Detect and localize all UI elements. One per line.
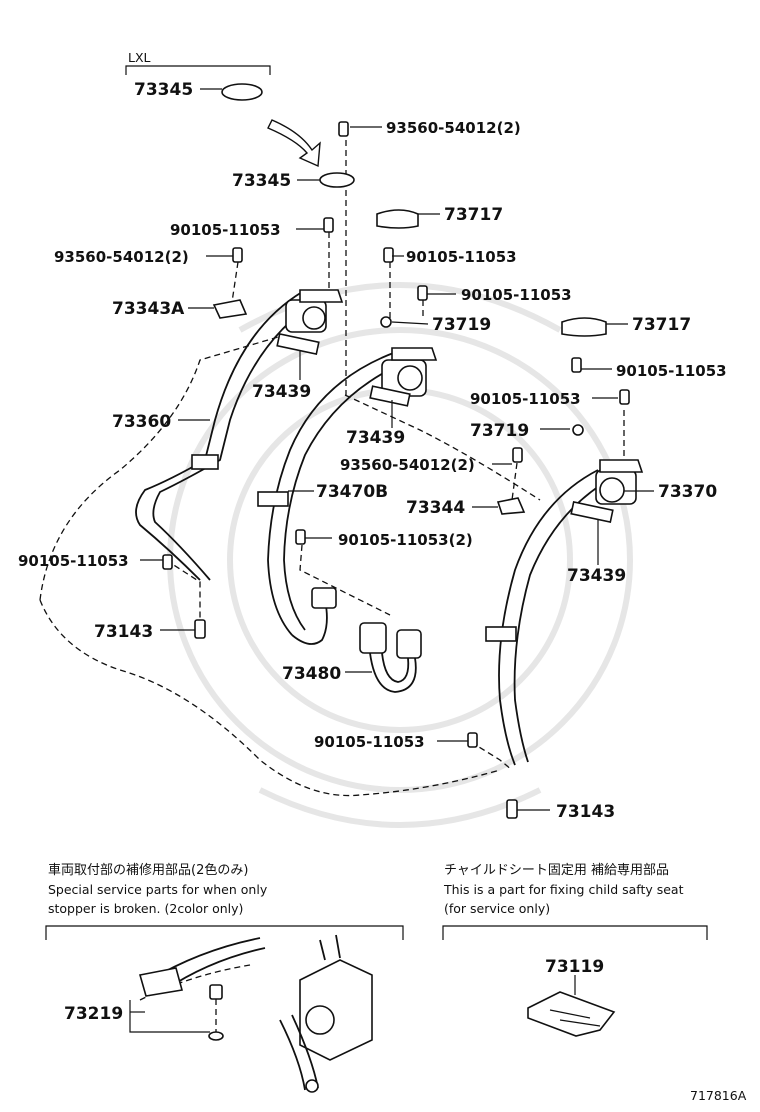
- label-73119: 73119: [545, 957, 604, 977]
- label-90105-a: 90105-11053: [170, 221, 281, 239]
- label-73719-top: 73719: [432, 315, 491, 335]
- label-73470b: 73470B: [316, 482, 388, 502]
- label-73344: 73344: [406, 498, 465, 518]
- label-73717-right: 73717: [632, 315, 691, 335]
- variant-arrow: [267, 119, 321, 168]
- label-73439-b: 73439: [346, 428, 405, 448]
- child-seat-section: チャイルドシート固定用 補給専用部品 This is a part for fi…: [442, 863, 708, 1037]
- lxl-label: LXL: [128, 50, 151, 65]
- service-note-en-1: Special service parts for when only: [48, 882, 268, 897]
- label-73719-right: 73719: [470, 421, 529, 441]
- child-seat-note-en-2: (for service only): [444, 901, 550, 916]
- label-73360: 73360: [112, 412, 171, 432]
- label-93560-mid: 93560-54012(2): [340, 456, 475, 474]
- label-73143-left: 73143: [94, 622, 153, 642]
- label-73717-top: 73717: [444, 205, 503, 225]
- service-note-en-2: stopper is broken. (2color only): [48, 901, 243, 916]
- left-belt-assembly: [135, 289, 344, 581]
- label-90105-left: 90105-11053: [18, 552, 129, 570]
- middle-belt-assembly: [257, 347, 438, 645]
- label-93560-top: 93560-54012(2): [386, 119, 521, 137]
- service-note-jp: 車両取付部の補修用部品(2色のみ): [48, 862, 248, 878]
- label-73345-lxl: 73345: [134, 80, 193, 100]
- child-seat-note-en-1: This is a part for fixing child safty se…: [443, 882, 684, 897]
- buckle-assembly: [359, 622, 422, 693]
- lxl-bracket: LXL: [125, 50, 271, 75]
- label-73345: 73345: [232, 171, 291, 191]
- label-90105-b: 90105-11053: [406, 248, 517, 266]
- label-73219: 73219: [64, 1004, 123, 1024]
- service-parts-section: 車両取付部の補修用部品(2色のみ) Special service parts …: [45, 862, 404, 1093]
- label-90105-d: 90105-11053: [616, 362, 727, 380]
- small-parts: [162, 83, 630, 819]
- label-90105-bottom: 90105-11053: [314, 733, 425, 751]
- label-73480: 73480: [282, 664, 341, 684]
- label-73343a: 73343A: [112, 299, 185, 319]
- label-93560-left: 93560-54012(2): [54, 248, 189, 266]
- label-90105-two: 90105-11053(2): [338, 531, 473, 549]
- leader-lines: [140, 88, 654, 811]
- child-seat-note-jp: チャイルドシート固定用 補給専用部品: [444, 863, 669, 878]
- label-73143-right: 73143: [556, 802, 615, 822]
- label-90105-c: 90105-11053: [461, 286, 572, 304]
- figure-id: 717816A: [690, 1088, 747, 1103]
- label-73370: 73370: [658, 482, 717, 502]
- label-73439-c: 73439: [567, 566, 626, 586]
- right-belt-assembly: [485, 459, 644, 766]
- label-73439-a: 73439: [252, 382, 311, 402]
- label-90105-e: 90105-11053: [470, 390, 581, 408]
- body-outline: [39, 334, 541, 797]
